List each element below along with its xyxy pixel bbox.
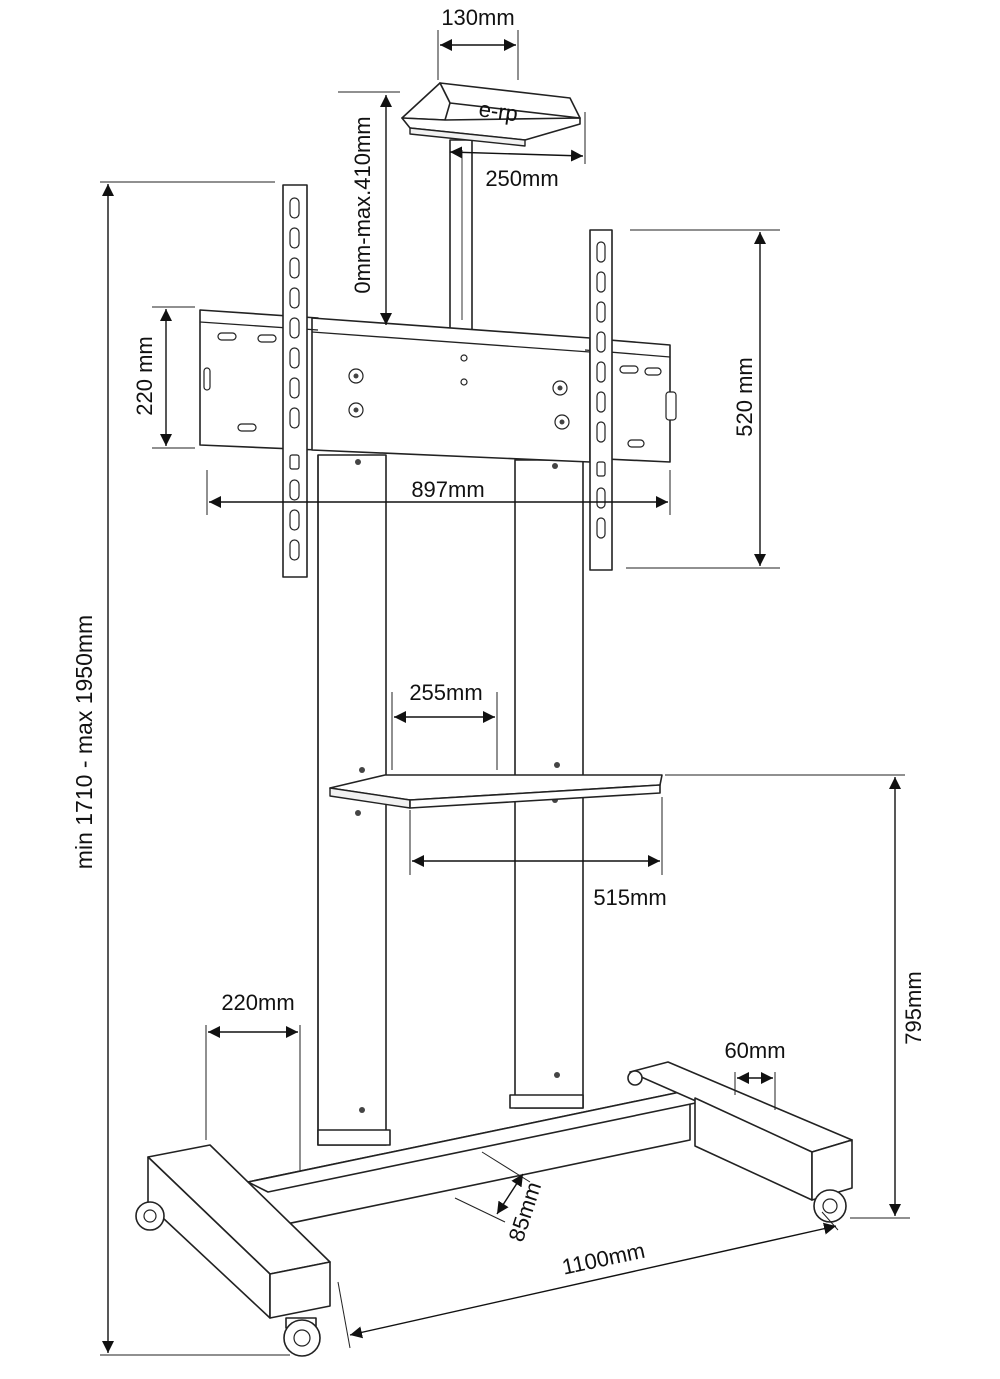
vesa-arm-right [589,229,613,571]
label-total-height: min 1710 - max 1950mm [71,615,97,869]
base-frame [147,1061,853,1319]
label-shelf-height: 795mm [901,971,926,1044]
label-leg-width-left: 220mm [221,990,294,1015]
label-base-depth: 85mm [504,1179,547,1245]
caster-right-rear [627,1070,643,1086]
dimension-lines [102,39,901,1353]
label-leg-width-right: 60mm [724,1038,785,1063]
label-bracket-height: 220 mm [132,336,157,415]
label-base-length: 1100mm [560,1238,647,1280]
label-mount-width: 897mm [411,477,484,502]
extension-lines [100,30,910,1356]
caster-left-front [283,1317,321,1357]
middle-shelf [329,774,663,809]
label-top-plate-width: 130mm [441,5,514,30]
label-column-gap: 255mm [409,680,482,705]
label-shelf-width: 515mm [593,885,666,910]
label-top-shelf-depth: 250mm [485,166,558,191]
label-upright-height: 520 mm [732,357,757,436]
caster-right-front [813,1189,847,1223]
caster-left-rear [135,1201,165,1231]
svg-text:e-rp: e-rp [477,96,519,126]
top-shelf: e-rp [401,82,581,331]
label-top-arm-height: 0mm-max.410mm [350,116,375,293]
vesa-arm-left [282,184,308,578]
